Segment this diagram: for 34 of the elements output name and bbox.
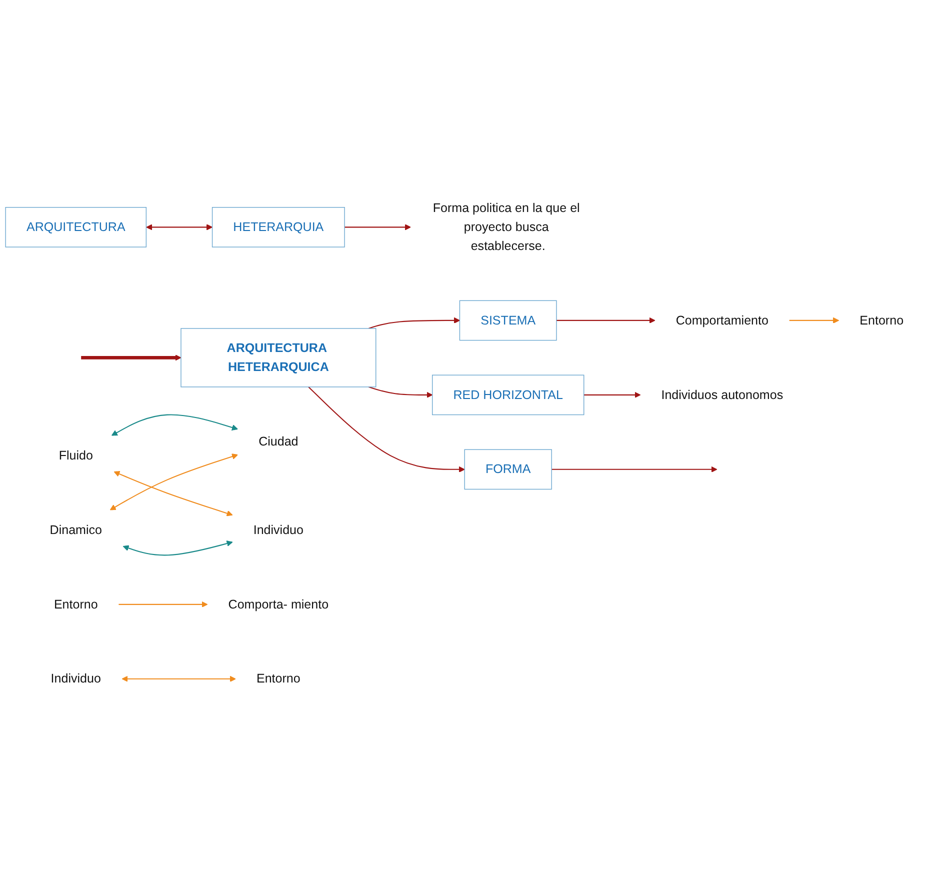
node-box: ARQUITECTURA HETERARQUICA: [180, 328, 376, 388]
arrow: [114, 470, 233, 516]
arrow: [368, 317, 460, 329]
arrow: [552, 466, 718, 472]
node-text: Entorno: [860, 312, 904, 327]
arrow: [122, 676, 236, 682]
node-box: SISTEMA: [459, 300, 557, 340]
node-box: ARQUITECTURA: [5, 206, 147, 248]
node-text: Individuos autonomos: [661, 387, 784, 402]
arrow: [118, 601, 208, 608]
node-text: Individuo: [50, 671, 101, 686]
arrow: [344, 224, 411, 230]
node-box: FORMA: [464, 449, 552, 490]
arrow: [111, 414, 238, 436]
arrow: [146, 224, 213, 230]
arrow: [556, 317, 656, 324]
arrow: [368, 386, 433, 398]
arrow: [81, 354, 182, 361]
node-text: Individuo: [253, 522, 304, 536]
node-text: Entorno: [256, 671, 300, 686]
arrow: [110, 453, 238, 510]
node-text: Entorno: [54, 596, 98, 611]
arrow: [789, 317, 840, 324]
node-text: Ciudad: [258, 434, 298, 448]
node-box: HETERARQUIA: [212, 206, 345, 248]
node-text: Forma politica en la que el proyecto busca establecerse.: [432, 200, 580, 252]
node-box: RED HORIZONTAL: [432, 374, 584, 415]
node-text: Fluido: [58, 448, 93, 462]
arrow: [308, 386, 465, 472]
node-text: Comportamiento: [676, 312, 768, 327]
arrow: [584, 392, 641, 398]
arrow: [122, 540, 233, 556]
node-text: Dinamico: [50, 522, 102, 536]
node-text: Comporta- miento: [228, 596, 329, 611]
